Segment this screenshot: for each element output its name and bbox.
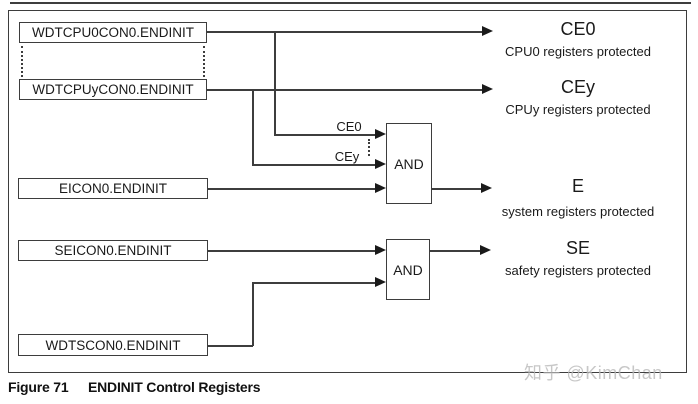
wire-wdtscon0-out <box>207 345 253 347</box>
arrowhead-and1-in2-icon <box>375 159 386 169</box>
output-desc-cey: CPUy registers protected <box>505 102 651 117</box>
wire-wdtscon0-to-and2 <box>252 282 376 284</box>
arrowhead-e-icon <box>481 183 492 193</box>
arrowhead-and1-in1-icon <box>375 129 386 139</box>
wire-ce0-to-and1 <box>274 134 376 136</box>
wire-wdtscon0-riser <box>252 282 254 346</box>
register-label: WDTCPU0CON0.ENDINIT <box>31 25 194 40</box>
signal-label-ce0: CE0 <box>336 119 362 134</box>
output-desc-e: system registers protected <box>501 204 655 219</box>
register-label: WDTCPUyCON0.ENDINIT <box>32 82 194 97</box>
arrowhead-and1-in3-icon <box>375 183 386 193</box>
output-name-ce0: CE0 <box>560 19 596 39</box>
output-name-e: E <box>571 176 584 196</box>
top-rule <box>10 2 691 4</box>
arrowhead-cey-icon <box>482 84 493 94</box>
arrowhead-and2-in1-icon <box>375 245 386 255</box>
figure-caption-label: Figure 71 <box>8 379 69 395</box>
register-label: EICON0.ENDINIT <box>58 181 167 196</box>
output-name-se: SE <box>565 238 590 258</box>
and-gate-label: AND <box>394 155 424 172</box>
arrowhead-and2-in2-icon <box>375 277 386 287</box>
ellipsis-dots-right <box>203 46 205 77</box>
register-box-eicon0: EICON0.ENDINIT <box>18 178 208 199</box>
wire-and1-to-e <box>432 188 482 190</box>
figure-frame <box>8 10 687 373</box>
watermark: 知乎 @KimChan <box>524 363 663 383</box>
arrowhead-ce0-icon <box>482 26 493 36</box>
register-box-wdtcpuycon0: WDTCPUyCON0.ENDINIT <box>19 79 207 100</box>
register-label: SEICON0.ENDINIT <box>54 243 172 258</box>
wire-cey-branch <box>252 89 254 165</box>
output-desc-ce0: CPU0 registers protected <box>505 44 651 59</box>
output-desc-se: safety registers protected <box>505 263 651 278</box>
wire-ce0-branch <box>274 31 276 135</box>
ellipsis-dots-left <box>21 46 23 77</box>
ellipsis-dots-gate-inputs <box>368 139 370 156</box>
signal-label-cey: CEy <box>334 149 360 164</box>
wire-cpu0-to-ce0 <box>207 31 483 33</box>
and-gate-1: AND <box>386 123 432 204</box>
arrowhead-se-icon <box>480 245 491 255</box>
wire-eicon0-to-and1 <box>208 188 376 190</box>
wire-cpuy-to-cey <box>207 89 483 91</box>
and-gate-2: AND <box>386 239 430 300</box>
register-box-wdtscon0: WDTSCON0.ENDINIT <box>18 334 208 356</box>
figure-caption-title: ENDINIT Control Registers <box>88 379 261 395</box>
register-box-wdtcpu0con0: WDTCPU0CON0.ENDINIT <box>19 22 207 43</box>
wire-and2-to-se <box>430 250 481 252</box>
register-label: WDTSCON0.ENDINIT <box>45 337 181 353</box>
wire-seicon0-to-and2 <box>208 250 376 252</box>
wire-cey-to-and1 <box>252 164 376 166</box>
and-gate-label: AND <box>393 261 423 278</box>
register-box-seicon0: SEICON0.ENDINIT <box>18 240 208 261</box>
output-name-cey: CEy <box>560 77 595 97</box>
